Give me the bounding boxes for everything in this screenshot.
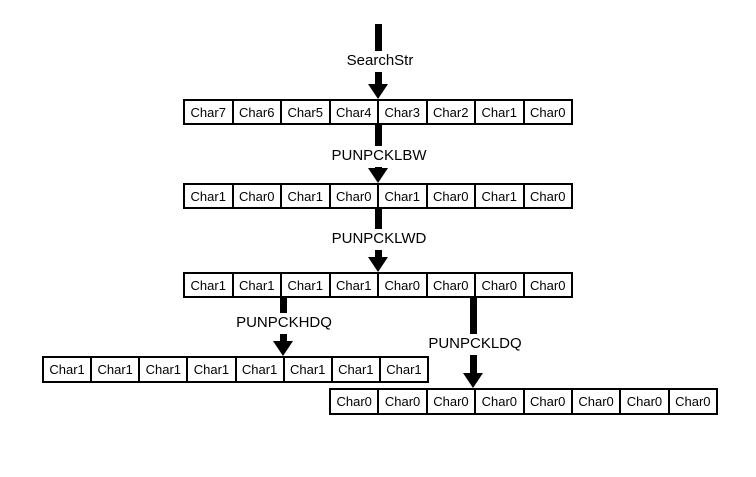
register-cell: Char5 — [282, 101, 331, 123]
register-cell: Char0 — [379, 274, 428, 296]
register-cell: Char1 — [234, 274, 282, 296]
register-cell: Char0 — [530, 188, 566, 204]
register-cell: Char0 — [428, 274, 476, 296]
label-punpckhdq: PUNPCKHDQ — [232, 313, 336, 334]
register-cell: Char3 — [379, 101, 428, 123]
register-cell: Char0 — [675, 394, 711, 409]
register-cell: Char1 — [140, 358, 189, 381]
register-cell: Char4 — [331, 101, 379, 123]
arrowhead-down-icon — [273, 341, 293, 356]
register-cell: Char1 — [379, 185, 428, 207]
register-cell: Char1 — [188, 358, 237, 381]
register-cell: Char0 — [379, 390, 428, 413]
register-cell: Char1 — [282, 185, 331, 207]
register-cell: Char1 — [185, 185, 234, 207]
register-cell: Char0 — [428, 185, 476, 207]
arrowhead-down-icon — [368, 168, 388, 183]
register-cell: Char0 — [573, 390, 622, 413]
label-punpckldq: PUNPCKLDQ — [424, 334, 526, 355]
arrowhead-down-icon — [368, 257, 388, 272]
register-cell: Char1 — [476, 101, 525, 123]
register-cell: Char1 — [386, 362, 422, 377]
register-cell: Char0 — [331, 185, 379, 207]
register-cell: Char2 — [428, 101, 476, 123]
register-cell: Char0 — [331, 390, 380, 413]
label-searchstr: SearchStr — [342, 51, 418, 72]
register-cell: Char1 — [476, 185, 525, 207]
register-cell: Char1 — [185, 274, 234, 296]
label-punpcklbw: PUNPCKLBW — [327, 146, 431, 167]
register-cell: Char0 — [621, 390, 670, 413]
register-cell: Char0 — [525, 390, 573, 413]
register-cell: Char1 — [282, 274, 331, 296]
register-cell: Char0 — [476, 390, 525, 413]
register-cell: Char0 — [530, 277, 566, 293]
register-cell: Char0 — [476, 274, 525, 296]
register-cell: Char1 — [237, 358, 285, 381]
register-cell: Char6 — [234, 101, 282, 123]
register-cell: Char0 — [428, 390, 477, 413]
register-cell: Char1 — [92, 358, 141, 381]
register-cell: Char1 — [285, 358, 333, 381]
label-punpcklwd: PUNPCKLWD — [327, 229, 431, 250]
register-cell: Char1 — [331, 274, 379, 296]
register-cell: Char1 — [44, 358, 93, 381]
register-cell: Char0 — [530, 104, 566, 120]
register-cell: Char0 — [234, 185, 282, 207]
arrowhead-down-icon — [368, 84, 388, 99]
arrowhead-down-icon — [463, 373, 483, 388]
register-cell: Char7 — [185, 101, 234, 123]
register-cell: Char1 — [333, 358, 381, 381]
